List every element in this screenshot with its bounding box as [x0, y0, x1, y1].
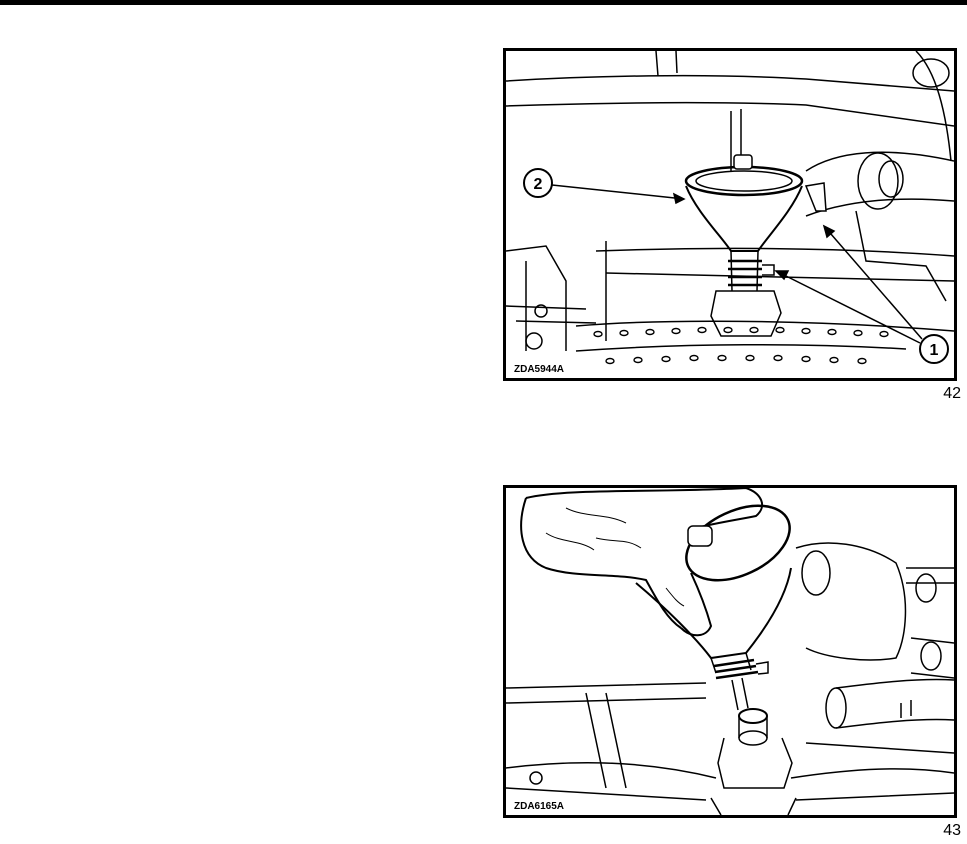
figure-code: ZDA5944A [512, 364, 566, 375]
funnel-on-filler-illustration: 2 1 [506, 51, 954, 378]
figure-code: ZDA6165A [512, 801, 566, 812]
figure-number: 43 [943, 822, 961, 840]
top-rule [0, 0, 967, 5]
callout-2-label: 2 [534, 176, 543, 193]
figure-number: 42 [943, 385, 961, 403]
figure-42-illustration: 2 1 ZDA5944A [503, 48, 957, 381]
pouring-through-funnel-illustration [506, 488, 954, 815]
figure-43-illustration: ZDA6165A [503, 485, 957, 818]
callout-1-label: 1 [930, 342, 939, 359]
